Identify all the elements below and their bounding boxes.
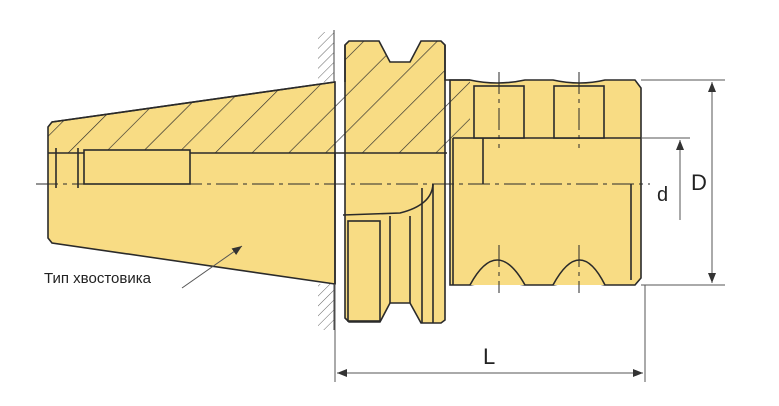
dimension-L-label: L [483,344,496,369]
dimension-d-label: d [657,184,669,206]
hatched-section [48,41,470,153]
shank-type-label: Тип хвостовика [44,270,151,287]
dimension-lines [181,79,725,382]
center-lines [36,72,650,293]
holder-body [47,40,642,324]
dimension-D-label: D [691,170,707,195]
